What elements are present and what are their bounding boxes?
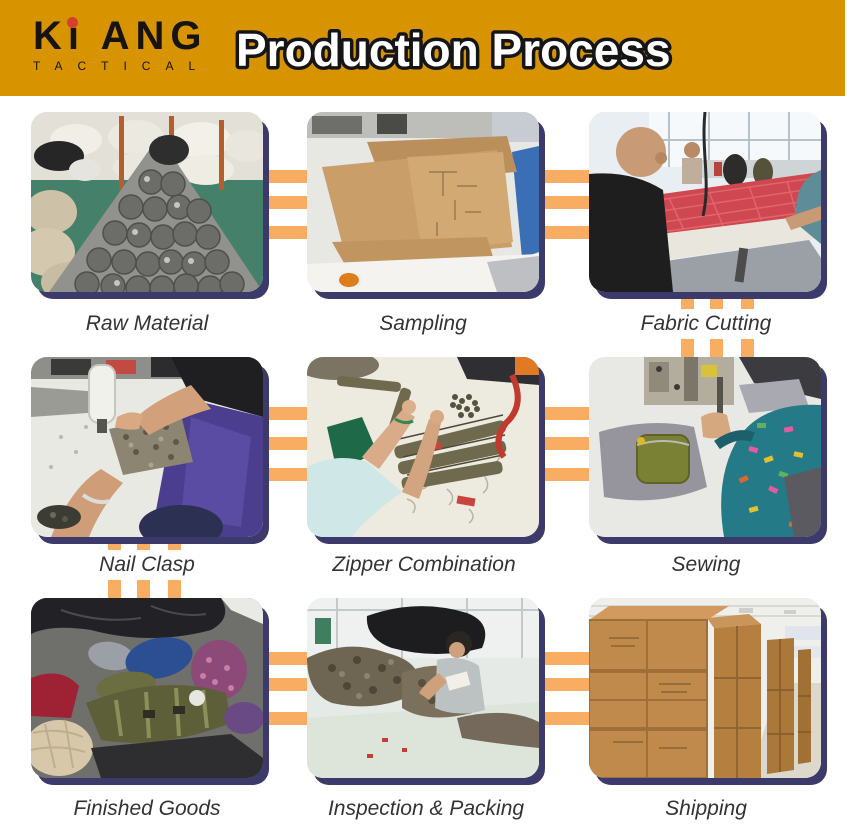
connector-bar	[256, 170, 314, 183]
page-title: Production Process	[236, 24, 671, 76]
connector-bar	[532, 468, 594, 481]
sewing-photo	[589, 357, 821, 537]
step-label-finished-goods: Finished Goods	[61, 794, 233, 824]
page-title-graphic: Production Process	[233, 21, 675, 80]
step-label-nail-clasp: Nail Clasp	[87, 550, 207, 580]
connector-bar	[532, 226, 594, 239]
step-label-fabric-cutting: Fabric Cutting	[628, 309, 784, 339]
connector-bar	[256, 437, 314, 450]
connector-bar	[256, 712, 314, 725]
connector-bar	[532, 712, 594, 725]
connector-bar	[532, 170, 594, 183]
step-label-inspection-packing: Inspection & Packing	[315, 794, 537, 824]
sampling-photo	[307, 112, 539, 292]
connector-bar	[256, 407, 314, 420]
connector-bar	[532, 437, 594, 450]
finished-goods-photo	[31, 598, 263, 778]
connector-bar	[256, 652, 314, 665]
brand-tagline: TACTICAL	[33, 59, 211, 73]
logo-i-dot	[66, 17, 78, 28]
shipping-photo	[589, 598, 821, 778]
step-label-sewing: Sewing	[659, 550, 753, 580]
connector-bar	[256, 226, 314, 239]
nail-clasp-photo	[31, 357, 263, 537]
zipper-combination-photo	[307, 357, 539, 537]
raw-material-photo	[31, 112, 263, 292]
step-label-zipper-combination: Zipper Combination	[320, 550, 528, 580]
connector-bar	[532, 652, 594, 665]
inspection-packing-photo	[307, 598, 539, 778]
connector-bar	[256, 678, 314, 691]
connector-bar	[256, 196, 314, 209]
connector-bar	[256, 468, 314, 481]
step-label-sampling: Sampling	[367, 309, 479, 339]
connector-bar	[532, 678, 594, 691]
step-label-shipping: Shipping	[653, 794, 759, 824]
step-label-raw-material: Raw Material	[73, 309, 221, 339]
fabric-cutting-photo	[589, 112, 821, 292]
connector-bar	[532, 196, 594, 209]
connector-bar	[532, 407, 594, 420]
